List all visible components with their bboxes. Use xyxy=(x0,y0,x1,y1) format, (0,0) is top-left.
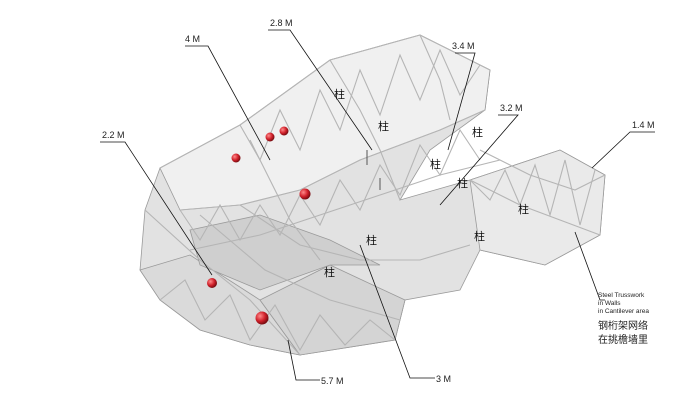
node-ball xyxy=(265,132,275,142)
connection-nodes xyxy=(207,126,311,325)
dim-label-2-2m: 2.2 M xyxy=(102,130,125,140)
column-markers xyxy=(366,150,381,190)
inner-floor xyxy=(189,214,381,291)
trusswork-note: Steel Trusswork in Walls in Cantilever a… xyxy=(598,292,649,346)
dim-label-3m: 3 M xyxy=(436,374,451,384)
note-line-2: in Walls xyxy=(598,300,621,307)
column-label: 柱 xyxy=(474,229,485,243)
note-line-1: Steel Trusswork xyxy=(598,292,645,299)
note-line-3: in Cantilever area xyxy=(598,308,649,315)
column-label: 柱 xyxy=(457,176,468,190)
dim-label-5-7m: 5.7 M xyxy=(321,376,344,386)
dimension-labels: 2.8 M 4 M 3.4 M 3.2 M 1.4 M 2.2 M 5.7 M … xyxy=(102,18,655,386)
building-massing xyxy=(139,34,606,356)
steel-truss-network xyxy=(144,34,606,356)
node-ball xyxy=(279,126,289,136)
column-label: 柱 xyxy=(334,87,345,101)
column-label: 柱 xyxy=(430,157,441,171)
column-label: 柱 xyxy=(472,125,483,139)
node-ball xyxy=(299,188,311,200)
column-label: 柱 xyxy=(366,233,377,247)
dim-label-4m: 4 M xyxy=(185,34,200,44)
dim-label-1-4m: 1.4 M xyxy=(632,120,655,130)
leader-lines xyxy=(100,29,655,381)
dim-label-3-2m: 3.2 M xyxy=(500,103,523,113)
column-label: 柱 xyxy=(378,119,389,133)
column-labels: 柱 柱 柱 柱 柱 柱 柱 柱 柱 xyxy=(324,87,529,279)
node-ball xyxy=(255,311,269,325)
note-cn-line-2: 在挑檐墙里 xyxy=(598,333,648,346)
column-label: 柱 xyxy=(518,202,529,216)
node-ball xyxy=(207,278,217,288)
dim-label-2-8m: 2.8 M xyxy=(270,18,293,28)
dim-label-3-4m: 3.4 M xyxy=(452,41,475,51)
node-ball xyxy=(231,153,241,163)
note-cn-line-1: 钢桁架网络 xyxy=(598,319,648,332)
column-label: 柱 xyxy=(324,265,335,279)
